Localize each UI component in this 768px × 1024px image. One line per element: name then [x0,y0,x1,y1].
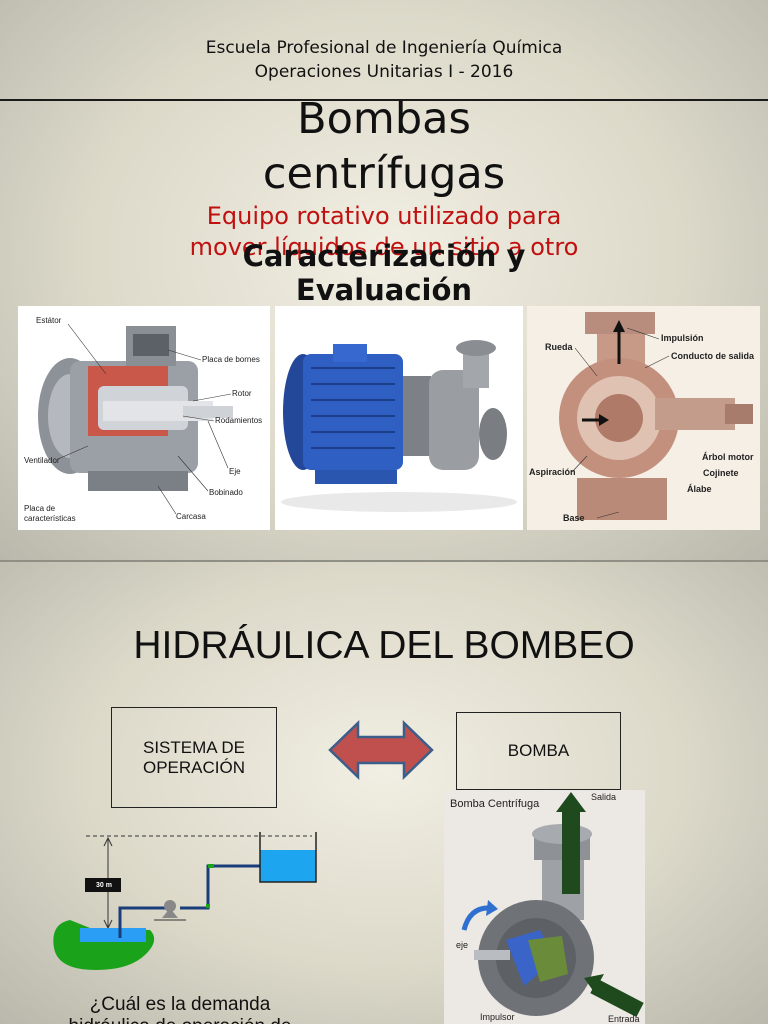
label-ventilador: Ventilador [24,456,60,465]
pump-section-drawing [559,312,753,520]
subtitle-line1: Equipo rotativo utilizado para [206,202,562,230]
sistema-operacion-box: SISTEMA DE OPERACIÓN [111,707,277,808]
label-rotor: Rotor [232,389,252,398]
label-placa-caracteristicas-2: características [24,514,76,523]
slide-title-line2: centrífugas [262,149,506,199]
label-eje: Eje [229,467,241,476]
sistema-operacion-line2: OPERACIÓN [142,757,246,777]
label-alabe: Álabe [687,484,712,494]
label-bobinado: Bobinado [209,488,243,497]
slide2-title: HIDRÁULICA DEL BOMBEO [133,624,635,667]
label-entrada: Entrada [608,1014,640,1024]
label-arbol-motor: Árbol motor [702,452,754,462]
question-text: ¿Cuál es la demanda hidráulica de operac… [40,994,320,1024]
slide-bombas-centrifugas: Escuela Profesional de Ingeniería Químic… [0,0,768,560]
label-cojinete: Cojinete [703,468,739,478]
header-course: Operaciones Unitarias I - 2016 [254,62,514,82]
slide-title-line1: Bombas [297,94,471,144]
label-estator: Estátor [36,316,62,325]
subtitle-line2: mover líquidos de un sitio a otro [189,233,579,261]
slide-divider [0,560,768,562]
motor-cutaway-drawing [38,323,233,515]
bomba-label: BOMBA [507,741,570,760]
blue-pump-drawing [281,340,517,512]
centrifugal-pump-drawing [461,792,644,1018]
label-placa-caracteristicas-1: Placa de [24,504,56,513]
hydraulic-system-diagram [53,832,317,970]
label-aspiracion: Aspiración [529,467,576,477]
blue-pump-image [275,306,523,530]
label-rueda: Rueda [545,342,573,352]
pump-section-image: Impulsión Rueda Conducto de salida Árbol… [527,306,760,530]
sistema-operacion-line1: SISTEMA DE [142,737,246,757]
pump-diagram-title: Bomba Centrífuga [450,798,540,810]
height-label: 30 m [96,882,112,889]
motor-cutaway-image: Estátor Placa de bornes Rotor Rodamiento… [18,306,270,530]
label-base: Base [563,513,585,523]
header-school: Escuela Profesional de Ingeniería Químic… [205,38,563,58]
overlay-title-line2: Evaluación [295,273,473,307]
label-impulsor: Impulsor [480,1012,515,1022]
label-rodamientos: Rodamientos [215,416,263,425]
header-rule [0,99,768,101]
label-placa-bornes: Placa de bornes [202,355,260,364]
label-eje-pump: eje [456,940,469,950]
question-line1: ¿Cuál es la demanda [89,994,271,1015]
slide-hidraulica-bombeo: HIDRÁULICA DEL BOMBEO SISTEMA DE OPERACI… [0,562,768,1024]
double-arrow-icon [328,720,434,780]
bomba-box: BOMBA [456,712,621,790]
centrifugal-pump-image: Bomba Centrífuga Salida eje Impulsor Ent… [444,790,645,1024]
label-conducto-salida: Conducto de salida [671,351,755,361]
label-impulsion: Impulsión [661,333,704,343]
label-carcasa: Carcasa [176,512,206,521]
label-salida: Salida [591,792,617,802]
question-line2: hidráulica de operación de [40,1016,320,1024]
overlay-title-line1: Caracterización y [242,239,526,273]
